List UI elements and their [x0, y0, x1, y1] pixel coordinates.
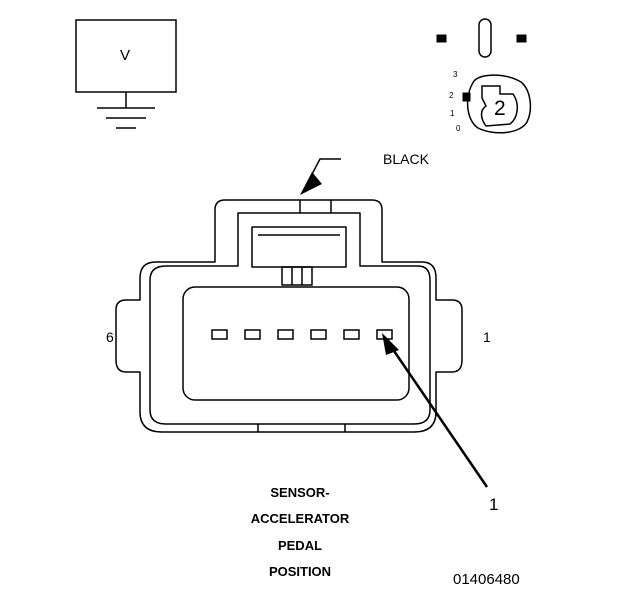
- connector-shell: [115, 199, 463, 433]
- selector-setting: 2: [494, 97, 506, 120]
- connector-color-label: BLACK: [383, 151, 429, 167]
- pin-cavity: [343, 329, 360, 340]
- pin-6-label: 6: [106, 329, 114, 345]
- locking-tab: [251, 226, 347, 268]
- callout-leader: [382, 333, 489, 488]
- selector-position-3: 3: [453, 70, 458, 79]
- arrowhead-icon: [300, 172, 322, 195]
- connector-inner-rim: [149, 212, 431, 425]
- pin-cavity: [277, 329, 294, 340]
- pin-cavity: [211, 329, 228, 340]
- pin-cavity-area: [182, 286, 410, 401]
- connector-body: [115, 199, 463, 433]
- selector-position-2: 2: [449, 91, 454, 100]
- caption-line-2: ACCELERATOR: [250, 511, 350, 526]
- jack-right-icon: [516, 34, 527, 43]
- ground-icon: [97, 107, 155, 129]
- caption-line-4: POSITION: [268, 564, 332, 579]
- switch-slot-icon: [478, 18, 492, 58]
- pin-cavity: [310, 329, 327, 340]
- pin-cavity: [244, 329, 261, 340]
- voltmeter-label: V: [120, 47, 131, 64]
- caption-line-1: SENSOR-: [270, 485, 330, 500]
- callout-arrowhead-icon: [382, 333, 399, 355]
- jack-left-icon: [436, 34, 447, 43]
- color-leader: [300, 158, 341, 195]
- dial-pointer-icon: [462, 92, 471, 102]
- callout-number: 1: [489, 495, 499, 514]
- pin-cavities: [211, 329, 393, 340]
- dial-knob-icon: [480, 85, 518, 127]
- selector-position-0: 0: [456, 124, 461, 133]
- dial-outline-icon: [466, 74, 532, 134]
- lock-latch: [281, 266, 313, 286]
- meter-selector-icon: [436, 18, 532, 134]
- selector-position-1: 1: [450, 109, 455, 118]
- figure-id: 01406480: [453, 571, 520, 588]
- pin-1-label: 1: [483, 329, 491, 345]
- caption-line-3: PEDAL: [277, 538, 323, 553]
- voltmeter-symbol: [75, 19, 177, 129]
